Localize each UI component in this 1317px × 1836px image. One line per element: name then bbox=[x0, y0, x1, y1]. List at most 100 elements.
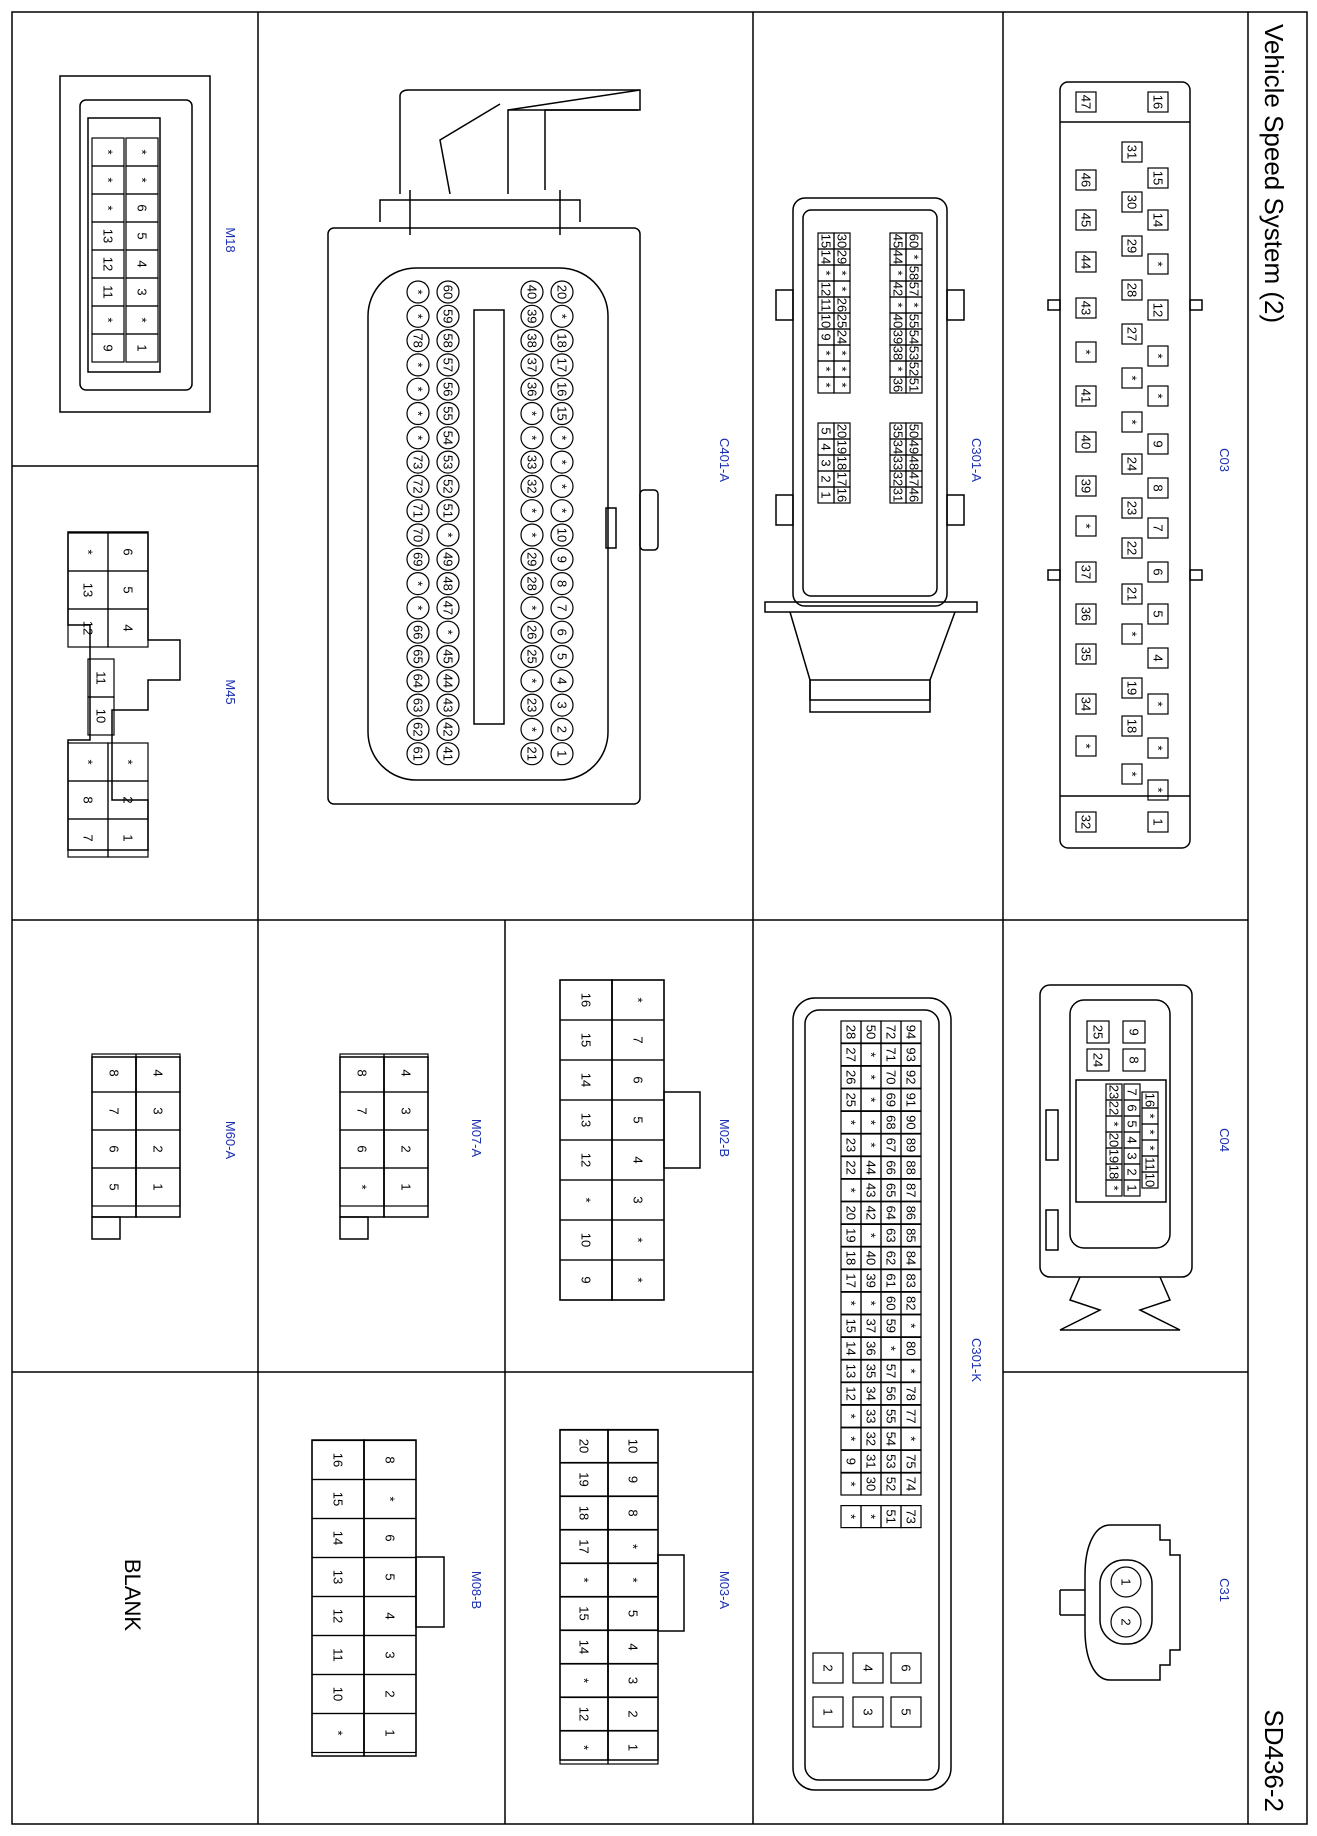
c401a-pin bbox=[436, 377, 460, 401]
c301k-pin-label: 37 bbox=[864, 1319, 879, 1333]
c03-cell bbox=[1147, 517, 1169, 539]
c401a-pin bbox=[406, 620, 430, 644]
c301a-pin-label: * bbox=[891, 366, 906, 371]
c301k-pin-label: 30 bbox=[864, 1477, 879, 1491]
c03-pin-label: 30 bbox=[1125, 195, 1140, 209]
m08b-pin-label: 16 bbox=[331, 1453, 346, 1467]
c301k-cell bbox=[840, 1472, 862, 1496]
c301k-cell bbox=[812, 1696, 844, 1728]
c301k-pin-label: 25 bbox=[844, 1093, 859, 1107]
c401a-pin-label: * bbox=[555, 484, 570, 489]
m02b-pin-label: 6 bbox=[631, 1076, 646, 1083]
c301a-pin-label: 4 bbox=[819, 443, 834, 450]
c401a-pin bbox=[550, 620, 574, 644]
m03a-pin-label: 12 bbox=[577, 1707, 592, 1721]
c301k-pin-label: 85 bbox=[904, 1228, 919, 1242]
c301k-pin-label: 80 bbox=[904, 1341, 919, 1355]
c301k-pin-label: 65 bbox=[884, 1183, 899, 1197]
c03-pin-label: 29 bbox=[1125, 239, 1140, 253]
m02b-pin-label: * bbox=[579, 1197, 594, 1202]
c401a-pin bbox=[406, 353, 430, 377]
c301a-pin-label: 34 bbox=[891, 440, 906, 454]
c301a-pin-label: 44 bbox=[891, 250, 906, 264]
c401a-pin-label: 53 bbox=[441, 455, 456, 469]
c401a-pin bbox=[406, 644, 430, 669]
c301a-cell bbox=[889, 486, 907, 504]
c301a-pin-label: 45 bbox=[891, 234, 906, 248]
c401a-pin bbox=[436, 426, 460, 450]
c401a-pin-label: 66 bbox=[411, 625, 426, 639]
m45-pin-label: 11 bbox=[94, 671, 109, 685]
c401a-pin bbox=[436, 571, 460, 596]
c03-pin-label: 23 bbox=[1125, 501, 1140, 515]
c03-cell bbox=[1147, 811, 1169, 833]
c301k-pin-label: 5 bbox=[899, 1708, 914, 1715]
c03-pin-label: 35 bbox=[1079, 647, 1094, 661]
c301a-pin-label: 52 bbox=[907, 362, 922, 376]
c04-pin-label: 10 bbox=[1143, 1173, 1158, 1187]
c03-cell bbox=[1121, 453, 1143, 475]
c401a-pin-label: 8 bbox=[555, 580, 570, 587]
m45-pin-label: * bbox=[81, 549, 96, 554]
c301k-pin-label: * bbox=[864, 1052, 879, 1057]
c401a-pin-label: 58 bbox=[441, 333, 456, 347]
c04-cell bbox=[1123, 1179, 1141, 1197]
c301k-pin-label: 14 bbox=[844, 1341, 859, 1355]
m02b-pin-label: 7 bbox=[631, 1036, 646, 1043]
c301k-pin-label: * bbox=[844, 1414, 859, 1419]
c401a-pin-label: 3 bbox=[555, 701, 570, 708]
m18-pin-label: * bbox=[101, 177, 116, 182]
c301a-pin-label: 5 bbox=[819, 427, 834, 434]
c301k-pin-label: 83 bbox=[904, 1273, 919, 1287]
c301a-pin-label: * bbox=[835, 366, 850, 371]
c401a-pin-label: * bbox=[525, 727, 540, 732]
m60a-pin-label: 4 bbox=[151, 1069, 166, 1076]
c401a-pin-label: 25 bbox=[525, 649, 540, 663]
c04-pin-label: 3 bbox=[1125, 1152, 1140, 1159]
c03-cell bbox=[1147, 299, 1169, 321]
c401a-pin-label: 29 bbox=[525, 552, 540, 566]
c31-pin-label: 1 bbox=[1119, 1578, 1134, 1585]
c03-cell bbox=[1147, 91, 1169, 113]
c401a-pin-label: 40 bbox=[525, 285, 540, 299]
c03-pin-label: * bbox=[1079, 349, 1094, 354]
c03-pin-label: * bbox=[1079, 523, 1094, 528]
m45-cell bbox=[87, 696, 115, 736]
m45-pin-label: 6 bbox=[121, 548, 136, 555]
c04-pin-label: 18 bbox=[1107, 1165, 1122, 1179]
c301k-pin-label: 32 bbox=[864, 1432, 879, 1446]
c301a-pin-label: 18 bbox=[835, 456, 850, 470]
c401a-pin-label: * bbox=[525, 435, 540, 440]
c03-pin-label: 36 bbox=[1079, 607, 1094, 621]
c401a-pin-label: 17 bbox=[555, 358, 570, 372]
c401a-pin-label: 72 bbox=[411, 479, 426, 493]
c401a-pin bbox=[436, 717, 460, 742]
m07a-pin-label: 4 bbox=[399, 1069, 414, 1076]
c301k-pin-label: 87 bbox=[904, 1183, 919, 1197]
c401a-pin-label: 7 bbox=[555, 604, 570, 611]
c301k-pin-label: * bbox=[864, 1120, 879, 1125]
c03-pin-label: * bbox=[1151, 393, 1166, 398]
c401a-pin-label: 41 bbox=[441, 746, 456, 760]
m07a-pin-label: 2 bbox=[399, 1145, 414, 1152]
m18-pin-label: 9 bbox=[101, 344, 116, 351]
c401a-pin-label: 57 bbox=[441, 358, 456, 372]
c301a-pin-label: * bbox=[835, 382, 850, 387]
c301k-pin-label: * bbox=[864, 1514, 879, 1519]
c03-cell bbox=[1147, 647, 1169, 669]
c401a-pin-label: * bbox=[411, 435, 426, 440]
c301k-pin-label: 6 bbox=[899, 1664, 914, 1671]
c301k-pin-label: 51 bbox=[884, 1509, 899, 1523]
c301k-pin-label: 92 bbox=[904, 1070, 919, 1084]
c301a-pin-label: 51 bbox=[907, 378, 922, 392]
c03-pin-label: * bbox=[1125, 631, 1140, 636]
c301k-pin-label: 36 bbox=[864, 1341, 879, 1355]
m03a-cell bbox=[559, 1730, 609, 1765]
m08b-pin-label: * bbox=[383, 1496, 398, 1501]
c301a-pin-label: * bbox=[819, 366, 834, 371]
m03a-pin-label: * bbox=[577, 1577, 592, 1582]
c401a-pin-label: 33 bbox=[525, 455, 540, 469]
c301a-pin-label: 57 bbox=[907, 282, 922, 296]
c401a-pin-label: * bbox=[411, 289, 426, 294]
c301k-pin-label: * bbox=[844, 1301, 859, 1306]
